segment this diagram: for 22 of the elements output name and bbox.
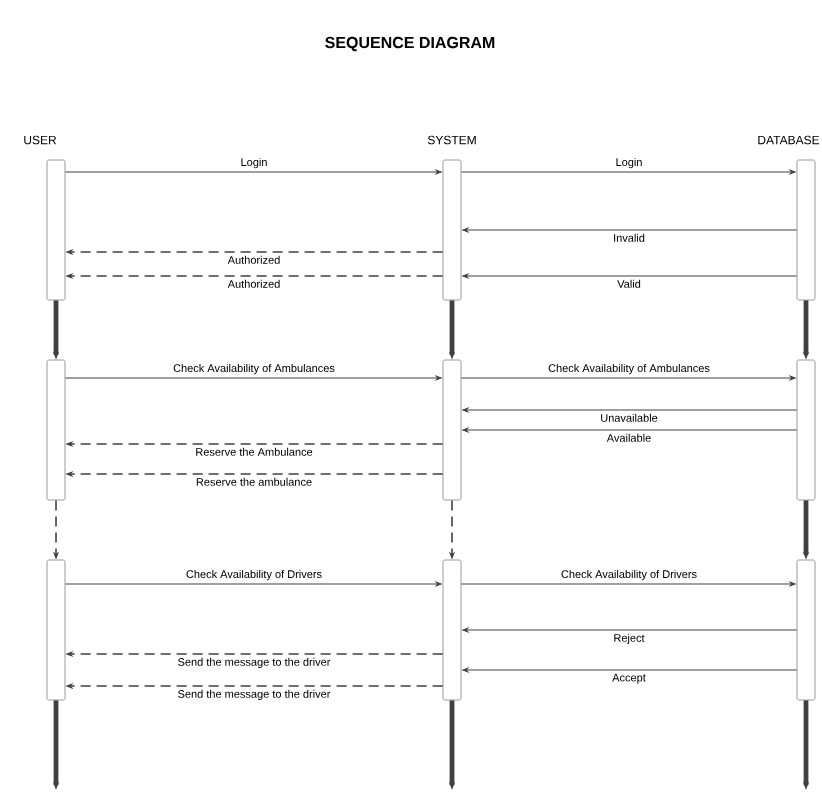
arrow (460, 581, 796, 587)
arrow (462, 667, 798, 673)
arrow (462, 427, 798, 433)
activation-bar (796, 159, 816, 301)
activation-bar (442, 159, 462, 301)
arrow (462, 227, 798, 233)
arrow (462, 627, 798, 633)
arrow (64, 581, 442, 587)
activation-bar (442, 559, 462, 701)
activation-bar (46, 359, 66, 501)
activation-bar (796, 559, 816, 701)
arrow (462, 407, 798, 413)
activation-bar (46, 559, 66, 701)
arrow (460, 169, 796, 175)
arrow (64, 375, 442, 381)
arrow (462, 273, 798, 279)
arrow (460, 375, 796, 381)
activation-bar (46, 159, 66, 301)
activation-bar (442, 359, 462, 501)
activation-bar (796, 359, 816, 501)
arrow (64, 169, 442, 175)
title: SEQUENCE DIAGRAM (325, 36, 495, 52)
